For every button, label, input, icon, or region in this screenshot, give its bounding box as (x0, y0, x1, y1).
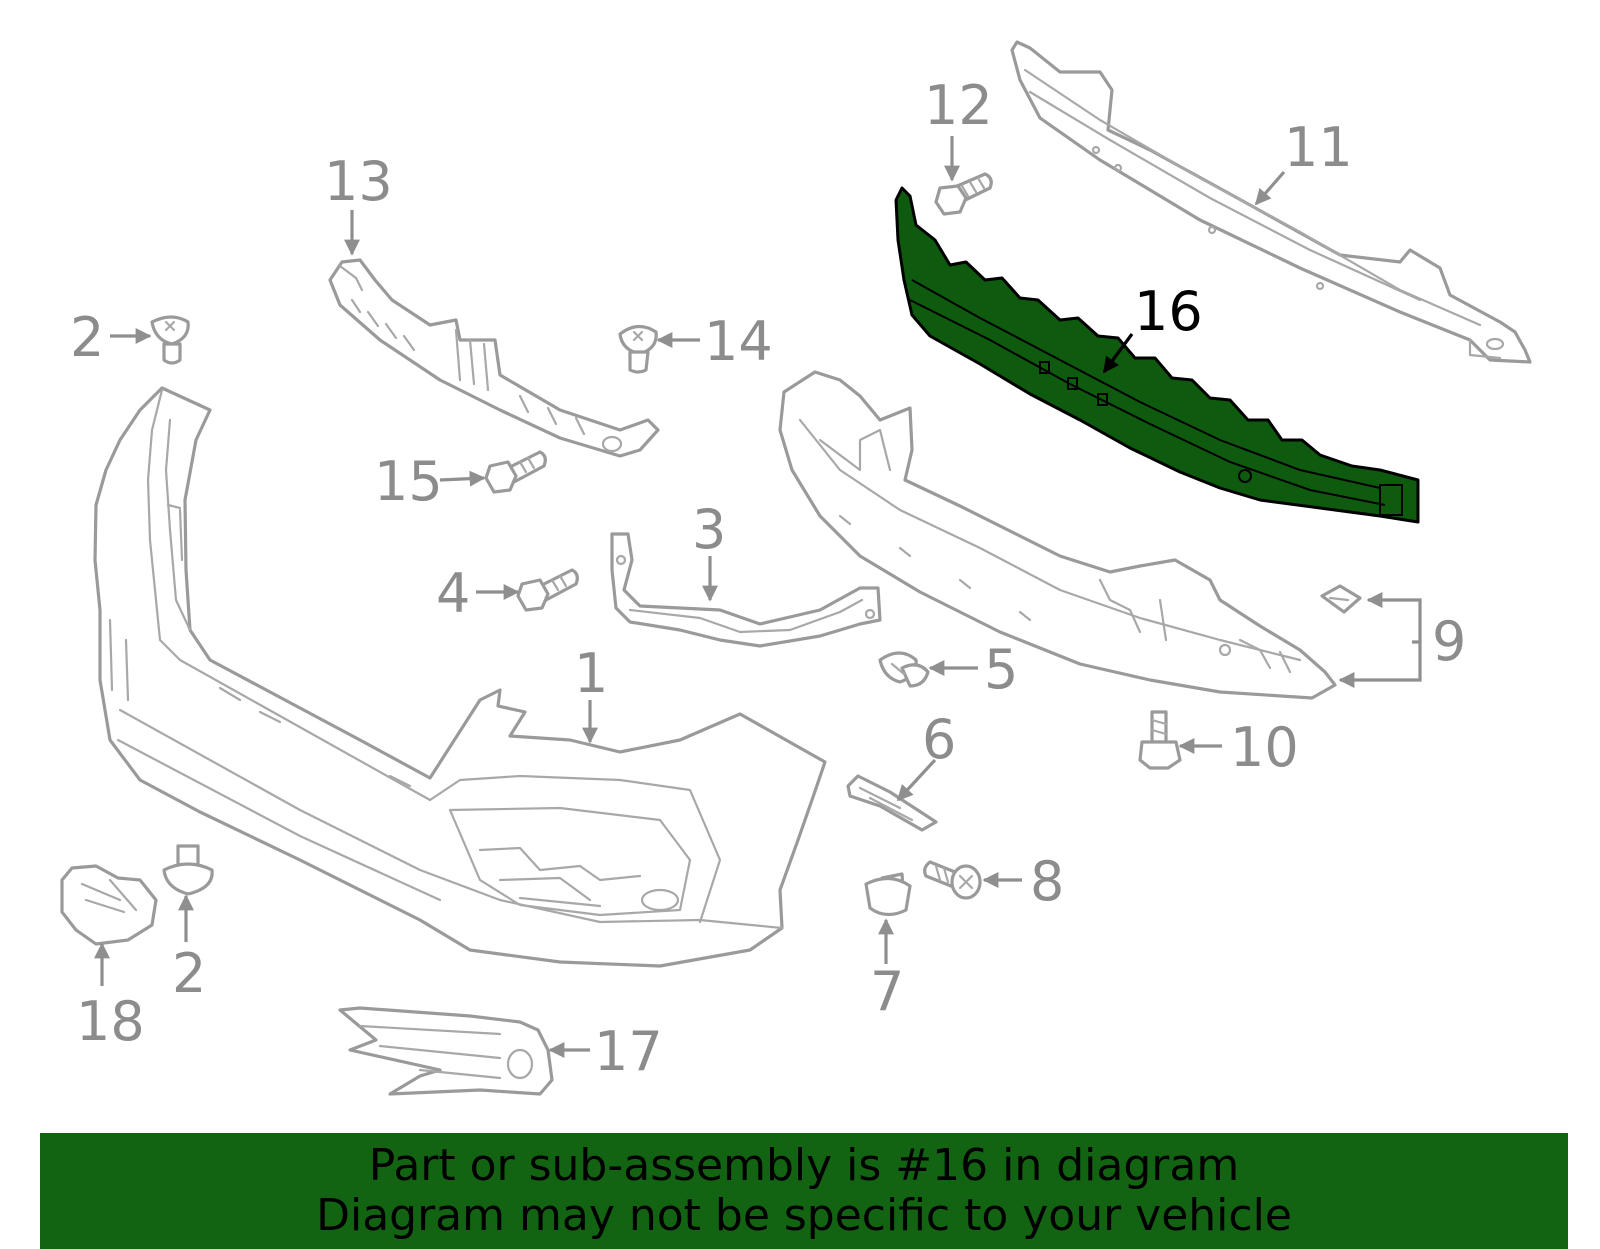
callout-13[interactable]: 13 (324, 150, 393, 213)
callout-4[interactable]: 4 (436, 562, 470, 625)
part-4-bolt[interactable] (516, 568, 579, 612)
callout-10[interactable]: 10 (1230, 716, 1299, 779)
callout-8[interactable]: 8 (1030, 850, 1064, 913)
part-5-clip[interactable] (878, 651, 930, 688)
part-14-clip[interactable] (618, 324, 658, 374)
part-3-bracket[interactable] (610, 532, 882, 648)
callout-2-top[interactable]: 2 (70, 306, 104, 369)
part-8-screw[interactable] (923, 860, 982, 900)
callout-18[interactable]: 18 (76, 990, 145, 1053)
part-17-bezel[interactable] (338, 1006, 554, 1096)
part-16-absorber[interactable] (894, 186, 1420, 524)
part-10-stud[interactable] (1138, 710, 1182, 770)
part-2-clip-top[interactable] (150, 315, 190, 365)
callout-14[interactable]: 14 (704, 310, 773, 373)
leader-lines (94, 136, 1422, 1058)
callout-12[interactable]: 12 (924, 74, 993, 137)
callout-11[interactable]: 11 (1284, 116, 1353, 179)
callout-16[interactable]: 16 (1134, 280, 1203, 343)
part-1-bumper-cover[interactable] (93, 386, 827, 968)
info-banner: Part or sub-assembly is #16 in diagram D… (40, 1133, 1568, 1249)
callout-17[interactable]: 17 (594, 1020, 663, 1083)
part-11-reinforcement[interactable] (1010, 40, 1532, 364)
callout-2-bottom[interactable]: 2 (172, 942, 206, 1005)
banner-line-2: Diagram may not be specific to your vehi… (316, 1190, 1292, 1241)
callout-9[interactable]: 9 (1432, 610, 1466, 673)
part-18-sensor[interactable] (60, 864, 158, 946)
part-7-clip[interactable] (864, 872, 912, 917)
callout-labels: 1 2 2 3 4 5 6 7 8 9 10 11 12 13 14 15 16… (70, 74, 1466, 1083)
part-9-lower-absorber[interactable] (778, 370, 1337, 700)
callout-6[interactable]: 6 (922, 708, 956, 771)
callout-1[interactable]: 1 (574, 642, 608, 705)
callout-15[interactable]: 15 (374, 450, 443, 513)
callout-3[interactable]: 3 (692, 498, 726, 561)
part-12-bolt[interactable] (934, 172, 993, 216)
part-6-bracket[interactable] (846, 774, 938, 832)
part-13-bracket[interactable] (328, 258, 660, 458)
part-9-clip[interactable] (1320, 584, 1362, 614)
callout-5[interactable]: 5 (984, 638, 1018, 701)
part-2-clip-bottom[interactable] (162, 844, 214, 896)
banner-line-1: Part or sub-assembly is #16 in diagram (368, 1140, 1240, 1191)
callout-7[interactable]: 7 (870, 960, 904, 1023)
part-15-bolt[interactable] (484, 450, 547, 494)
